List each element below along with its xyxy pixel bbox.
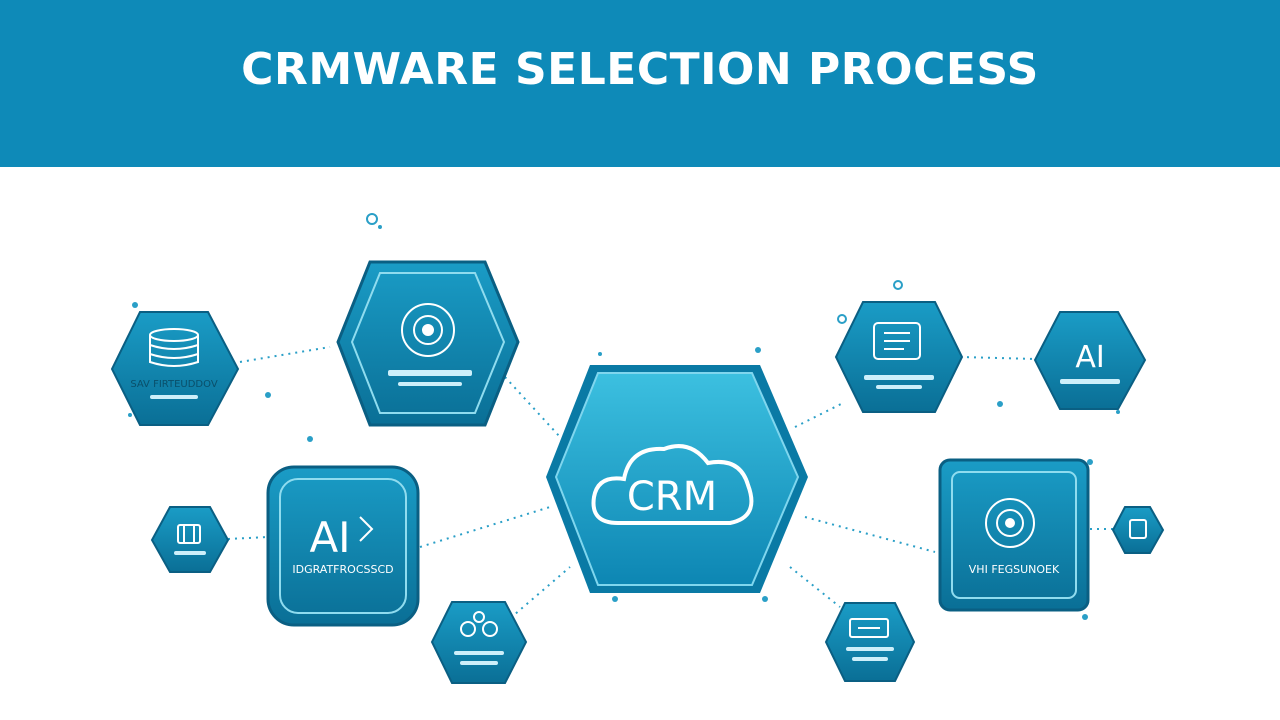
connector-top-right [794, 401, 846, 428]
cloud-icon [591, 444, 754, 525]
bottom-left-small-node [430, 601, 528, 684]
chip-icon [177, 524, 201, 544]
connector-bottom-right [789, 566, 841, 608]
diagram-canvas: CRM SAV FIRTEUDDOV [0, 167, 1280, 720]
caption-bar [846, 647, 894, 651]
connector-left-small [239, 346, 331, 363]
diagram-svg: CRM SAV FIRTEUDDOV [110, 213, 1165, 684]
header-band: CRMWARE SELECTION PROCESS [0, 0, 1280, 167]
right-small-chip-node [1111, 506, 1165, 554]
left-small-chip-node [150, 506, 230, 573]
caption-bar [1060, 379, 1120, 384]
decor-dots [128, 213, 1120, 620]
top-right-node [834, 301, 964, 413]
ai-label: AI [309, 513, 350, 562]
left-small-database-node: SAV FIRTEUDDOV [110, 311, 240, 426]
chip-icon [1129, 519, 1147, 539]
ai-icon [359, 516, 374, 542]
gear-head-icon [401, 303, 455, 357]
far-right-ai-node: AI [1033, 311, 1147, 410]
connector-top-left [504, 376, 561, 438]
caption-bar [864, 375, 934, 380]
caption-bar [454, 651, 504, 655]
caption-bar [460, 661, 498, 665]
connector-right-square [804, 516, 936, 553]
bottom-right-small-node [824, 602, 916, 682]
left-ai-node: AI IDGRATFROCSSCD [266, 465, 420, 627]
top-left-large-node [336, 260, 520, 427]
database-icon [149, 328, 199, 367]
caption-bar [150, 395, 198, 399]
node-caption: IDGRATFROCSSCD [292, 563, 393, 576]
node-caption: VHI FEGSUNOEK [969, 563, 1060, 576]
connector-left-chip [227, 536, 269, 540]
caption-bar [398, 382, 462, 386]
center-label: CRM [627, 474, 717, 520]
caption-bar [174, 551, 206, 555]
caption-bar [388, 370, 472, 376]
center-crm-node: CRM [546, 365, 808, 593]
gear-icon [985, 498, 1035, 548]
dashboard-icon [873, 322, 921, 360]
caption-bar [876, 385, 922, 389]
connector-far-right [959, 356, 1036, 360]
right-square-node: VHI FEGSUNOEK [938, 458, 1090, 612]
node-caption: SAV FIRTEUDDOV [130, 379, 218, 390]
caption-bar [852, 657, 888, 661]
page-title: CRMWARE SELECTION PROCESS [241, 44, 1039, 95]
ai-label: AI [1075, 340, 1104, 375]
server-icon [849, 618, 889, 638]
network-icon [460, 611, 498, 637]
connector-left-ai [419, 506, 551, 548]
